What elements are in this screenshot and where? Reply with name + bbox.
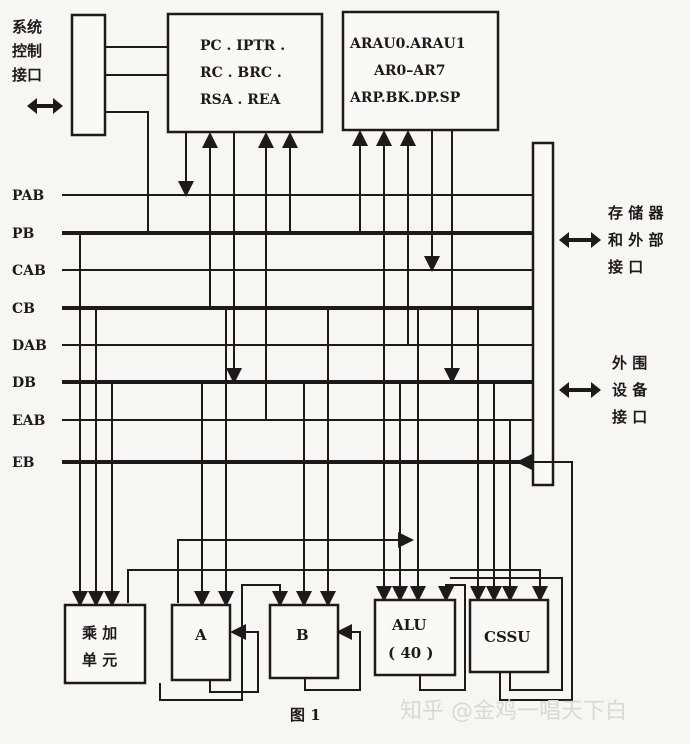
multiply-accumulate-unit-box — [63, 603, 147, 685]
register-line-3: RSA . REA — [200, 92, 282, 108]
system-control-label-3: 接口 — [12, 66, 42, 84]
peripheral-interface-label-3: 接 口 — [612, 408, 647, 426]
bus-label-eab: EAB — [12, 413, 46, 429]
address-line-2: AR0–AR7 — [373, 63, 445, 79]
alu-width-label: ( 40 ) — [388, 644, 434, 662]
system-control-label-2: 控制 — [12, 42, 42, 60]
alu-label: ALU — [391, 616, 426, 634]
bus-label-dab: DAB — [12, 338, 47, 354]
accumulator-b-label: B — [296, 626, 309, 644]
accumulator-b-box — [268, 603, 340, 680]
system-control-interface-box — [70, 13, 107, 137]
system-control-label-1: 系统 — [12, 18, 42, 36]
bus-label-pb: PB — [12, 226, 35, 242]
cssu-label: CSSU — [484, 628, 530, 646]
peripheral-interface-label-1: 外 围 — [611, 354, 647, 372]
mac-label-1: 乘 加 — [81, 624, 117, 642]
memory-interface-label-3: 接 口 — [608, 258, 643, 276]
peripheral-interface-label-2: 设 备 — [612, 381, 648, 399]
unit-connections — [72, 233, 573, 701]
watermark: 知乎 @金鸡一唱天下白 — [400, 699, 627, 724]
register-connections — [178, 130, 460, 420]
bus-label-db: DB — [12, 375, 36, 391]
accumulator-a-label: A — [194, 626, 207, 644]
bus-label-pab: PAB — [12, 188, 44, 204]
bus-label-cb: CB — [12, 301, 35, 317]
bus-label-eb: EB — [12, 455, 35, 471]
accumulator-a-box — [170, 603, 232, 682]
alu-box — [373, 598, 457, 677]
figure-caption: 图 1 — [290, 706, 321, 724]
register-line-1: PC . IPTR . — [200, 38, 285, 54]
bus-lines — [62, 194, 533, 464]
mac-label-2: 单 元 — [82, 651, 117, 669]
cssu-box — [468, 598, 550, 674]
double-arrow-icon — [27, 98, 63, 114]
bus-label-cab: CAB — [12, 263, 46, 279]
address-line-3: ARP.BK.DP.SP — [349, 90, 461, 106]
register-line-2: RC . BRC . — [200, 65, 282, 81]
program-control-registers-box — [166, 12, 324, 134]
address-line-1: ARAU0.ARAU1 — [349, 36, 466, 52]
bus-interface-bar — [531, 141, 555, 487]
address-unit-box — [341, 10, 500, 132]
memory-interface-label-2: 和 外 部 — [608, 231, 663, 249]
peripheral-interface-arrow-icon — [559, 382, 601, 398]
memory-interface-label-1: 存 储 器 — [608, 204, 664, 222]
memory-interface-arrow-icon — [559, 232, 601, 248]
